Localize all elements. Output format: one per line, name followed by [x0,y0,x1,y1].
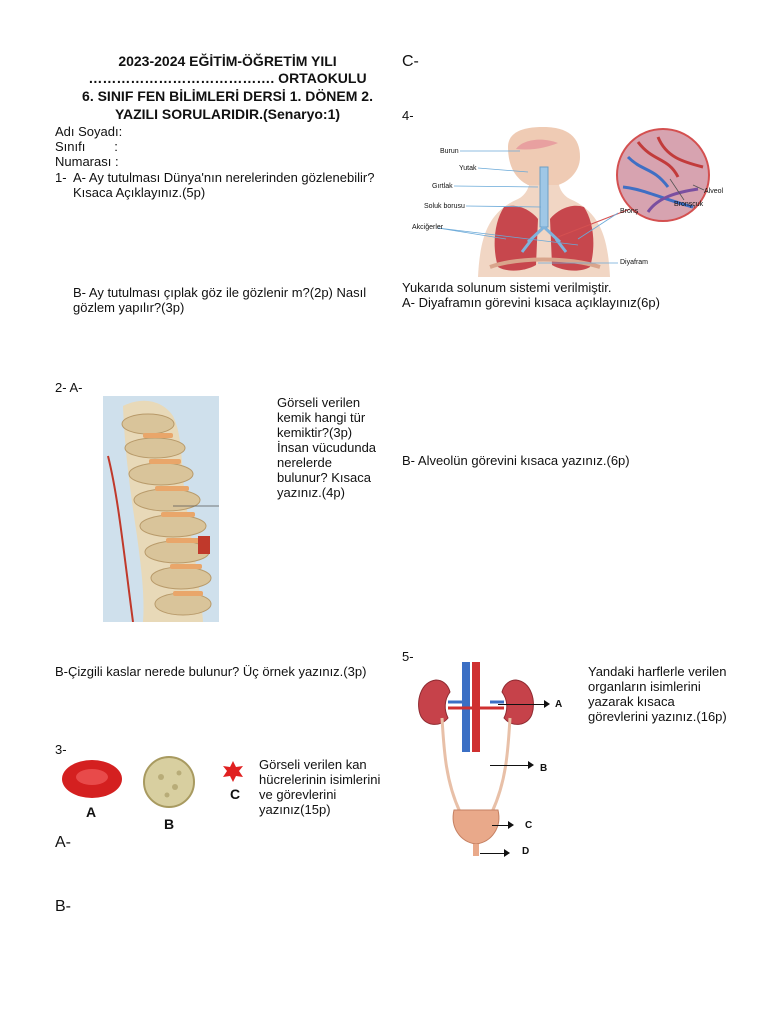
q5-text: Yandaki harflerle verilen organların isi… [588,664,738,724]
q3-text: Görseli verilen kan hücrelerinin isimler… [259,757,389,817]
q2-a-line: Görseli verilen [277,395,361,410]
q2-a-line: kemiktir?(3p) [277,425,353,440]
q1-a-line2: Kısaca Açıklayınız.(5p) [73,185,206,200]
q1-number: 1- [55,170,67,185]
q4-a-text: A- Diyaframın görevini kısaca açıklayını… [402,295,660,310]
q2-a-line: kemik hangi tür [277,410,366,425]
yutak-label: Yutak [459,165,477,172]
q3-line: yazınız(15p) [259,802,331,817]
akciger-label: Akciğerler [412,224,444,231]
name-label: Adı Soyadı: [55,124,123,139]
q2-a-line: yazınız.(4p) [277,485,345,500]
blood-cells-image [57,755,247,825]
q2-b-text: B-Çizgili kaslar nerede bulunur? Üç örne… [55,664,367,679]
rbc-label: A [86,804,97,820]
diyafram-label: Diyafram [620,259,649,266]
arrow-c-line [492,825,512,826]
q1-b-line1: B- Ay tutulması çıplak göz ile gözlenir … [73,285,367,300]
c-label: C- [402,53,419,70]
q5-line: görevlerini yazınız.(16p) [588,709,727,724]
arrow-b-head-icon [528,761,534,769]
q4-b-text: B- Alveolün görevini kısaca yazınız.(6p) [402,453,630,468]
arrow-a-line [498,704,548,705]
spine-image [103,396,219,622]
q3-answer-b: B- [55,898,71,915]
title-line-3: 6. SINIF FEN BİLİMLERİ DERSİ 1. DÖNEM 2. [82,88,373,104]
q3-line: hücrelerinin isimlerini [259,772,381,787]
ureter-label-b: B [540,763,548,774]
urethra-label-d: D [522,846,530,857]
q5-line: yazarak kısaca [588,694,675,709]
q2-a-line: İnsan vücudunda [277,440,377,455]
title-line-1: 2023-2024 EĞİTİM-ÖĞRETİM YILI [118,53,337,69]
burun-label: Burun [440,148,459,155]
q3-line: ve görevlerini [259,787,337,802]
q5-number: 5- [402,649,414,664]
bronscuk-label: Bronşçuk [674,201,704,208]
arrow-b-line [490,765,532,766]
urinary-system-image [412,662,542,860]
q2-a-line: nerelerde [277,455,332,470]
q2-a-line: bulunur? Kısaca [277,470,371,485]
q3-number: 3- [55,742,67,757]
q5-line: Yandaki harflerle verilen [588,664,727,679]
q5-line: organların isimlerini [588,679,701,694]
girtlak-label: Gırtlak [432,183,453,190]
q3-line: Görseli verilen kan [259,757,367,772]
soluk-borusu-label: Soluk borusu [424,203,465,210]
wbc-label: B [164,816,175,832]
q2-a-text: Görseli verilen kemik hangi tür kemiktir… [277,395,397,500]
class-label: Sınıfı : [55,139,118,154]
title-line-2: …………………………………. ORTAOKULU [88,70,367,86]
title-line-4: YAZILI SORULARIDIR.(Senaryo:1) [114,106,341,122]
alveol-label: Alveol [704,188,724,195]
platelet-label: C [230,786,241,802]
q1-a-line1: A- Ay tutulması Dünya'nın nerelerinden g… [73,170,375,185]
q3-answer-a: A- [55,834,71,851]
arrow-a-head-icon [544,700,550,708]
bladder-label-c: C [525,820,533,831]
arrow-d-head-icon [504,849,510,857]
arrow-d-line [480,853,508,854]
q4-number: 4- [402,108,414,123]
kidney-label-a: A [555,699,563,710]
q1-b-line2: gözlem yapılır?(3p) [73,300,185,315]
brons-label: Bronş [620,208,639,215]
respiratory-system-image [408,127,730,277]
q2-number: 2- A- [55,380,83,395]
arrow-c-head-icon [508,821,514,829]
q4-intro: Yukarıda solunum sistemi verilmiştir. [402,280,612,295]
number-label: Numarası : [55,154,119,169]
